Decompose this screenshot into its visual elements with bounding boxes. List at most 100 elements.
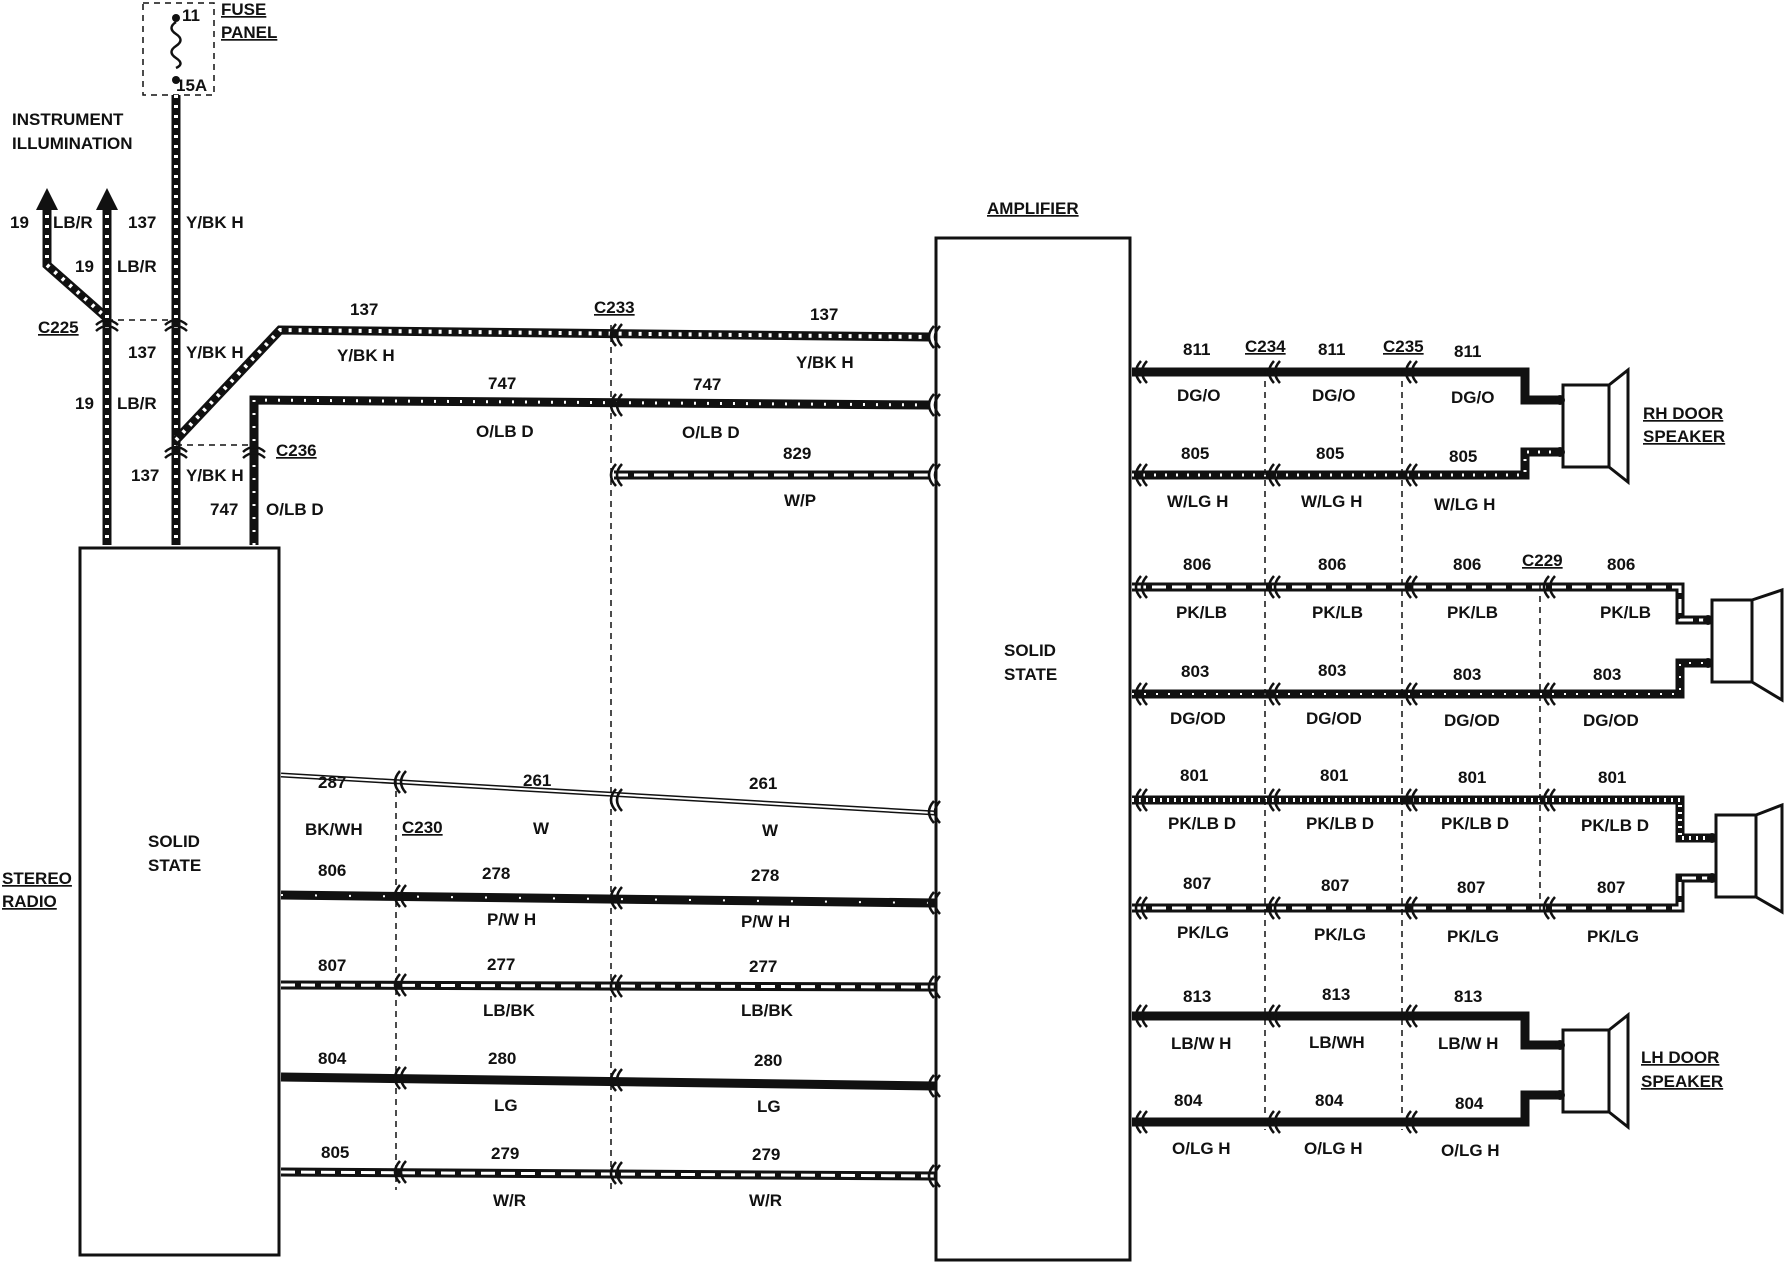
s805-num-3: 805 — [1449, 447, 1477, 466]
r277a-num: 277 — [487, 955, 515, 974]
fuse-panel-label: FUSE — [221, 0, 266, 19]
lh-door-speaker-label: LH DOOR — [1641, 1048, 1719, 1067]
wire-747v-color: O/LB D — [266, 500, 324, 519]
s806-num-4: 806 — [1607, 555, 1635, 574]
s806-color-3: PK/LB — [1447, 603, 1498, 622]
amplifier-inner-label-2: STATE — [1004, 665, 1057, 684]
speaker-lh-rear — [1707, 802, 1784, 915]
r287-num: 287 — [318, 773, 346, 792]
s803-num: 803 — [1181, 662, 1209, 681]
s811-num: 811 — [1183, 340, 1210, 359]
terminal-icon — [1555, 447, 1565, 457]
s805-color: W/LG H — [1167, 492, 1228, 511]
wire-280 — [280, 1072, 936, 1091]
s806-color-2: PK/LB — [1312, 603, 1363, 622]
wire-19a-num: 19 — [10, 213, 29, 232]
s801-num: 801 — [1180, 766, 1208, 785]
s806-num-3: 806 — [1453, 555, 1481, 574]
r280a-color: LG — [494, 1096, 518, 1115]
radio-inner-label: SOLID — [148, 832, 200, 851]
wire-137-branch — [172, 325, 931, 444]
s811-num-3: 811 — [1454, 342, 1481, 361]
speaker-rh-rear — [1703, 587, 1784, 703]
r279b-num: 279 — [752, 1145, 780, 1164]
r279a-num: 279 — [491, 1144, 519, 1163]
s806-color: PK/LB — [1176, 603, 1227, 622]
wire-277-stripe — [280, 983, 936, 989]
wire-137c-num: 137 — [131, 466, 159, 485]
arrow-up-icon — [36, 188, 58, 210]
wire-811 — [1132, 367, 1560, 405]
connector-c236-label: C236 — [276, 441, 317, 460]
r280a-num: 280 — [488, 1049, 516, 1068]
t747b-num: 747 — [693, 375, 721, 394]
wire-803-stripe — [1132, 662, 1708, 695]
s801-color-4: PK/LB D — [1581, 816, 1649, 835]
connector-c229-label: C229 — [1522, 551, 1563, 570]
t137a-color: Y/BK H — [337, 346, 395, 365]
speaker-icon — [1561, 383, 1611, 469]
r280b-num: 280 — [754, 1051, 782, 1070]
speaker-icon — [1710, 598, 1754, 684]
speaker-cone-icon — [1755, 802, 1784, 915]
r279a-color: W/R — [493, 1191, 526, 1210]
r278b-color: P/W H — [741, 912, 790, 931]
s803-num-4: 803 — [1593, 665, 1621, 684]
rh-door-speaker-label: RH DOOR — [1643, 404, 1723, 423]
s807-num-3: 807 — [1457, 878, 1485, 897]
s803-color: DG/OD — [1170, 709, 1226, 728]
radio-wire-labels: 287 BK/WH 261 W 261 W 806 278 P/W H 278 … — [305, 771, 794, 1210]
s813a-num: 813 — [1183, 987, 1211, 1006]
s806-num: 806 — [1183, 555, 1211, 574]
terminal-icon — [1703, 658, 1713, 668]
s801-color-2: PK/LB D — [1306, 814, 1374, 833]
t829-num: 829 — [783, 444, 811, 463]
s813c-num: 813 — [1454, 987, 1482, 1006]
wire-137b-num: 137 — [128, 343, 156, 362]
wire-19b-color: LB/R — [117, 257, 157, 276]
s803-color-3: DG/OD — [1444, 711, 1500, 730]
s803-color-4: DG/OD — [1583, 711, 1639, 730]
s813c-color: LB/W H — [1438, 1034, 1498, 1053]
r277a-color: LB/BK — [483, 1001, 536, 1020]
s813a-color: LB/W H — [1171, 1034, 1231, 1053]
wire-19-a-stripe — [45, 205, 109, 320]
wire-137c-color: Y/BK H — [186, 466, 244, 485]
s811-num-2: 811 — [1318, 340, 1345, 359]
terminal-icon — [1703, 615, 1713, 625]
s807-num-4: 807 — [1597, 878, 1625, 897]
r807-num: 807 — [318, 956, 346, 975]
s813b-color: LB/WH — [1309, 1033, 1365, 1052]
r804-num: 804 — [318, 1049, 347, 1068]
r261a-color: W — [533, 819, 550, 838]
fuse-terminal-bottom — [172, 76, 180, 84]
r280b-color: LG — [757, 1097, 781, 1116]
speaker-cone-icon — [1608, 1011, 1630, 1131]
s807-color: PK/LG — [1177, 923, 1229, 942]
r278a-color: P/W H — [487, 910, 536, 929]
amplifier-label: AMPLIFIER — [987, 199, 1079, 218]
speaker-icon — [1561, 1028, 1611, 1114]
terminal-icon — [1707, 833, 1717, 843]
s811-color: DG/O — [1177, 386, 1220, 405]
s801-num-3: 801 — [1458, 768, 1486, 787]
s801-num-2: 801 — [1320, 766, 1348, 785]
r261b-num: 261 — [749, 774, 777, 793]
s807-color-4: PK/LG — [1587, 927, 1639, 946]
s801-num-4: 801 — [1598, 768, 1626, 787]
s804-num-3: 804 — [1455, 1094, 1484, 1113]
wire-137-branch-stripe — [174, 327, 931, 442]
t137b-num: 137 — [810, 305, 838, 324]
wire-279-stripe — [280, 1170, 936, 1178]
s803-num-2: 803 — [1318, 661, 1346, 680]
terminal-icon — [1555, 395, 1565, 405]
rh-door-speaker-label-2: SPEAKER — [1643, 427, 1725, 446]
wire-19c-num: 19 — [75, 394, 94, 413]
s807-color-3: PK/LG — [1447, 927, 1499, 946]
s805-num-2: 805 — [1316, 444, 1344, 463]
s807-num: 807 — [1183, 874, 1211, 893]
radio-amp-wires — [280, 772, 936, 1181]
connector-symbols-left — [393, 322, 942, 1189]
wire-805 — [1132, 447, 1560, 480]
arrow-up-icon-2 — [96, 188, 118, 210]
